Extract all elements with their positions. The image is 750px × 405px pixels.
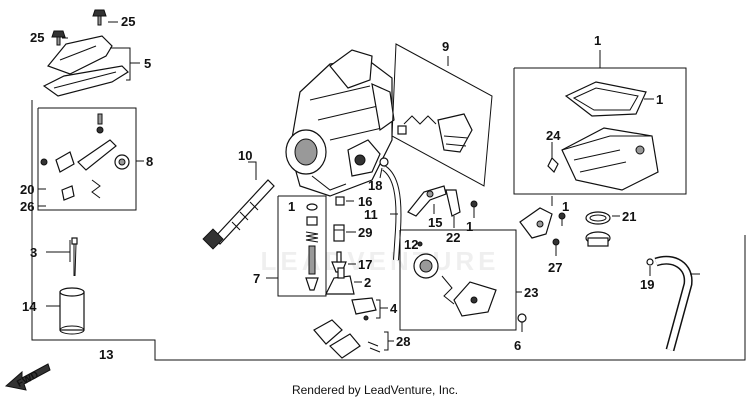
part-float-4 (313, 319, 381, 359)
callout-label: 25 (121, 14, 135, 29)
callout-label: 6 (514, 338, 521, 353)
part-bolt-21 (552, 238, 560, 256)
callout-label: 1 (466, 219, 473, 234)
part-float-17 (325, 267, 355, 295)
callout-label: 10 (238, 148, 252, 163)
part-screw-22 (470, 200, 478, 212)
callout-label: 26 (20, 199, 34, 214)
callout-label: 17 (358, 257, 372, 272)
callout-label: 13 (99, 347, 113, 362)
part-bolt-24 (558, 212, 566, 226)
box-linkage-8 (37, 107, 137, 211)
part-float-bowl (561, 127, 659, 191)
callout-label: 2 (364, 275, 371, 290)
callout-label: 25 (30, 30, 44, 45)
callout-label: 19 (640, 277, 654, 292)
watermark-text: LEADVENTURE (260, 246, 499, 276)
part-pump-12 (413, 241, 497, 317)
callout-label: 21 (622, 209, 636, 224)
part-gasket-6 (564, 81, 647, 117)
part-slide-14 (59, 287, 85, 335)
part-hose-19 (654, 255, 693, 352)
part-cover-5 (46, 35, 113, 75)
part-drain-plug (585, 231, 611, 247)
part-bolt-25-left (51, 30, 66, 46)
callout-label: 4 (390, 301, 398, 316)
callout-label: 24 (546, 128, 561, 143)
part-bolt-25-top (92, 9, 107, 26)
callout-label: 22 (446, 230, 460, 245)
callout-label: 5 (144, 56, 151, 71)
part-jet-kit (305, 203, 319, 291)
callout-label: 15 (428, 215, 442, 230)
box-float-bowl-6 (513, 67, 687, 195)
part-screw-23 (517, 313, 527, 332)
callout-label: 23 (524, 285, 538, 300)
fwd-label: FWD (15, 369, 40, 389)
callout-label: 3 (30, 245, 37, 260)
callout-label: 18 (368, 178, 382, 193)
callout-label: 28 (396, 334, 410, 349)
part-oring-1 (585, 211, 611, 225)
part-gasket-5 (42, 65, 129, 97)
part-clip-27 (646, 258, 654, 266)
callout-label: 1 (594, 33, 601, 48)
part-bolt-15 (445, 189, 461, 217)
callout-label: 1 (288, 199, 295, 214)
part-linkage-arm (40, 113, 130, 201)
footer-caption: Rendered by LeadVenture, Inc. (292, 383, 458, 397)
callout-label: 8 (146, 154, 153, 169)
part-carburetor-body (285, 49, 395, 197)
assembly-boundary (31, 100, 746, 361)
fwd-arrow (4, 363, 51, 391)
callout-label: 16 (358, 194, 372, 209)
part-needle-3 (71, 237, 78, 277)
part-hose-18 (379, 157, 402, 261)
callout-label: 1 (656, 92, 663, 107)
part-jet-16 (333, 224, 345, 242)
callout-label: 20 (20, 182, 34, 197)
part-bracket-24 (519, 207, 553, 239)
part-drain-screw-1 (547, 142, 559, 174)
callout-label: 29 (358, 225, 372, 240)
box-jet-kit-7 (277, 195, 327, 297)
part-lever-9 (407, 185, 447, 217)
part-jet-2 (351, 297, 377, 321)
callout-label: 12 (404, 237, 418, 252)
box-choke-11 (391, 43, 493, 187)
callout-label: 7 (253, 271, 260, 286)
part-jet-3 (335, 196, 345, 206)
callout-label: 9 (442, 39, 449, 54)
callout-label: 14 (22, 299, 37, 314)
part-choke-11 (397, 113, 473, 153)
box-pump-12 (399, 229, 517, 331)
callout-label: 27 (548, 260, 562, 275)
part-pilot-screw-10 (202, 179, 275, 250)
callout-label: 1 (562, 199, 569, 214)
callout-label: 11 (364, 207, 378, 222)
